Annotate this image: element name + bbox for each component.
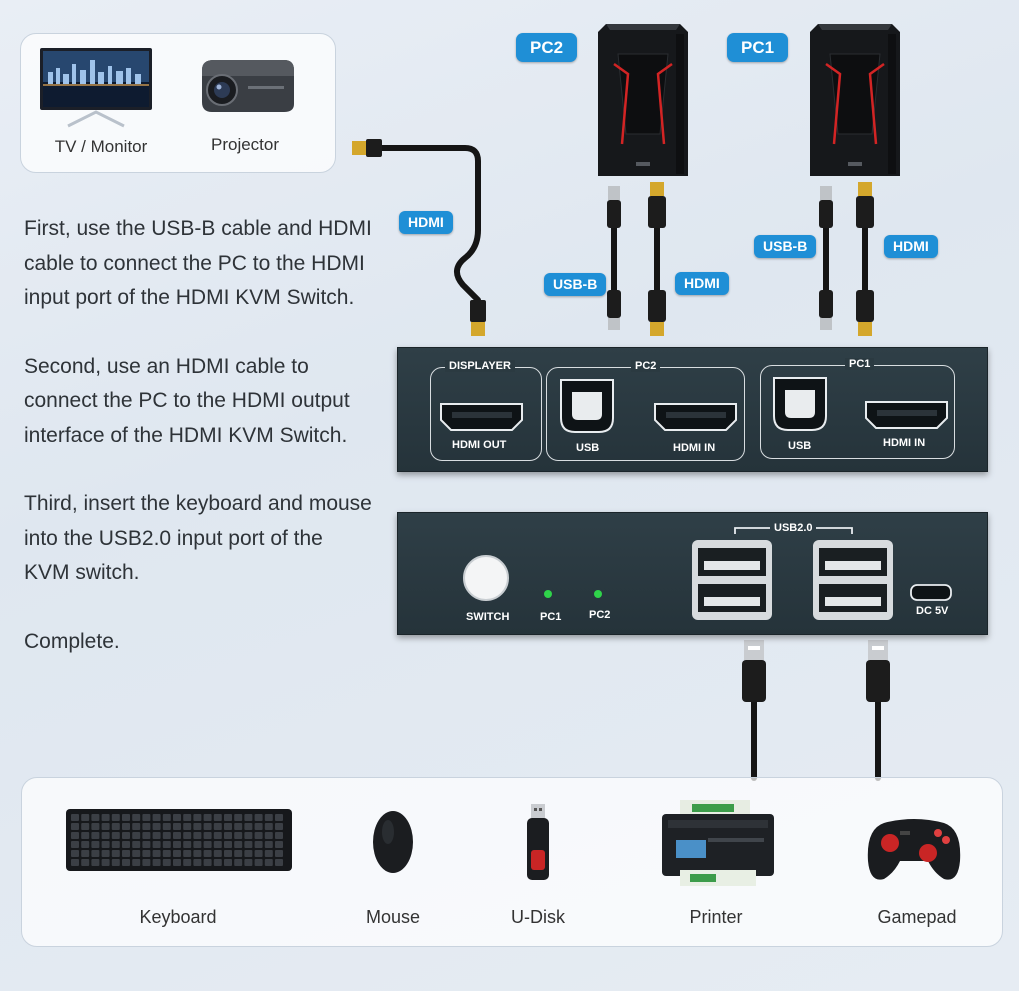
dc5v-label: DC 5V bbox=[916, 605, 949, 617]
switch-label: SWITCH bbox=[466, 611, 510, 623]
pc1-usbb-plug-top bbox=[819, 186, 833, 228]
pc1-port-group-label: PC1 bbox=[845, 358, 875, 370]
instruction-step-2: Second, use an HDMI cable to connect the… bbox=[24, 354, 350, 447]
instruction-step-4: Complete. bbox=[24, 629, 120, 653]
display-hdmi-cable bbox=[377, 145, 481, 303]
hdmi-display-callout: HDMI bbox=[399, 211, 453, 234]
usb-a-ports-right bbox=[813, 540, 893, 620]
keyboard-image bbox=[66, 809, 292, 871]
pc2-callout: PC2 bbox=[516, 33, 578, 62]
usb-a-plug-left bbox=[742, 640, 766, 702]
pc2-usb-b-port bbox=[560, 379, 614, 433]
usbb-pc2-callout: USB-B bbox=[544, 273, 607, 296]
usb-a-plug-right bbox=[866, 640, 890, 702]
mouse-label: Mouse bbox=[365, 907, 421, 927]
tv-monitor-image bbox=[40, 48, 152, 128]
hdmi-pc2-callout: HDMI bbox=[675, 272, 729, 295]
pc1-hdmi-plug-top bbox=[856, 182, 874, 228]
pc1-port-group: PC1 bbox=[760, 358, 955, 459]
printer-image bbox=[662, 800, 774, 886]
hdmi-out-label: HDMI OUT bbox=[452, 439, 507, 451]
mouse-image bbox=[373, 811, 413, 873]
instructions: First, use the USB-B cable and HDMI cabl… bbox=[24, 212, 374, 693]
pc2-hdmi-plug-top bbox=[648, 182, 666, 228]
gamepad-label: Gamepad bbox=[877, 907, 957, 927]
hdmi-out-port bbox=[440, 403, 523, 431]
keyboard-label: Keyboard bbox=[139, 907, 217, 927]
switch-button-shape bbox=[463, 555, 509, 601]
u-disk-label: U-Disk bbox=[511, 907, 565, 927]
pc1-hdmi-in-label: HDMI IN bbox=[883, 437, 926, 449]
pc1-usbb-plug-bottom bbox=[819, 290, 833, 330]
pc2-hdmi-plug-bottom bbox=[648, 290, 666, 336]
pc2-usbb-plug-top bbox=[607, 186, 621, 228]
usb20-label: USB2.0 bbox=[774, 522, 813, 534]
pc2-usb-label: USB bbox=[576, 442, 600, 454]
instruction-step-3: Third, insert the keyboard and mouse int… bbox=[24, 492, 372, 584]
pc2-hdmi-in-port bbox=[654, 403, 737, 431]
led-pc2-label: PC2 bbox=[589, 609, 611, 621]
displayer-port-group: DISPLAYER bbox=[430, 360, 542, 461]
pc1-led bbox=[544, 590, 552, 598]
tv-monitor-label: TV / Monitor bbox=[54, 137, 148, 156]
hdmi-pc1-callout: HDMI bbox=[884, 235, 938, 258]
pc2-hdmi-in-label: HDMI IN bbox=[673, 442, 716, 454]
gamepad-image bbox=[867, 819, 961, 880]
pc2-tower-image bbox=[598, 24, 688, 176]
usb-a-ports-left bbox=[692, 540, 772, 620]
pc1-tower-image bbox=[810, 24, 900, 176]
pc1-hdmi-in-port bbox=[865, 401, 948, 429]
instruction-step-1: First, use the USB-B cable and HDMI cabl… bbox=[24, 217, 372, 309]
dc-5v-port bbox=[910, 584, 952, 601]
displayer-label: DISPLAYER bbox=[445, 360, 515, 372]
pc1-hdmi-plug-bottom bbox=[856, 290, 874, 336]
hdmi-plug-display-bottom bbox=[470, 300, 486, 336]
pc2-usbb-plug-bottom bbox=[607, 290, 621, 330]
printer-label: Printer bbox=[689, 907, 743, 927]
projector-label: Projector bbox=[210, 135, 280, 154]
usbb-pc1-callout: USB-B bbox=[754, 235, 817, 258]
pc1-callout: PC1 bbox=[727, 33, 789, 62]
led-pc1-label: PC1 bbox=[540, 611, 562, 623]
pc1-usb-b-port bbox=[773, 377, 827, 431]
u-disk-image bbox=[527, 804, 549, 880]
pc2-led bbox=[594, 590, 602, 598]
pc2-port-group-label: PC2 bbox=[631, 360, 661, 372]
pc2-port-group: PC2 bbox=[546, 360, 745, 461]
projector-image bbox=[202, 60, 294, 112]
pc1-usb-label: USB bbox=[788, 440, 812, 452]
hdmi-plug-display-top bbox=[352, 139, 382, 157]
